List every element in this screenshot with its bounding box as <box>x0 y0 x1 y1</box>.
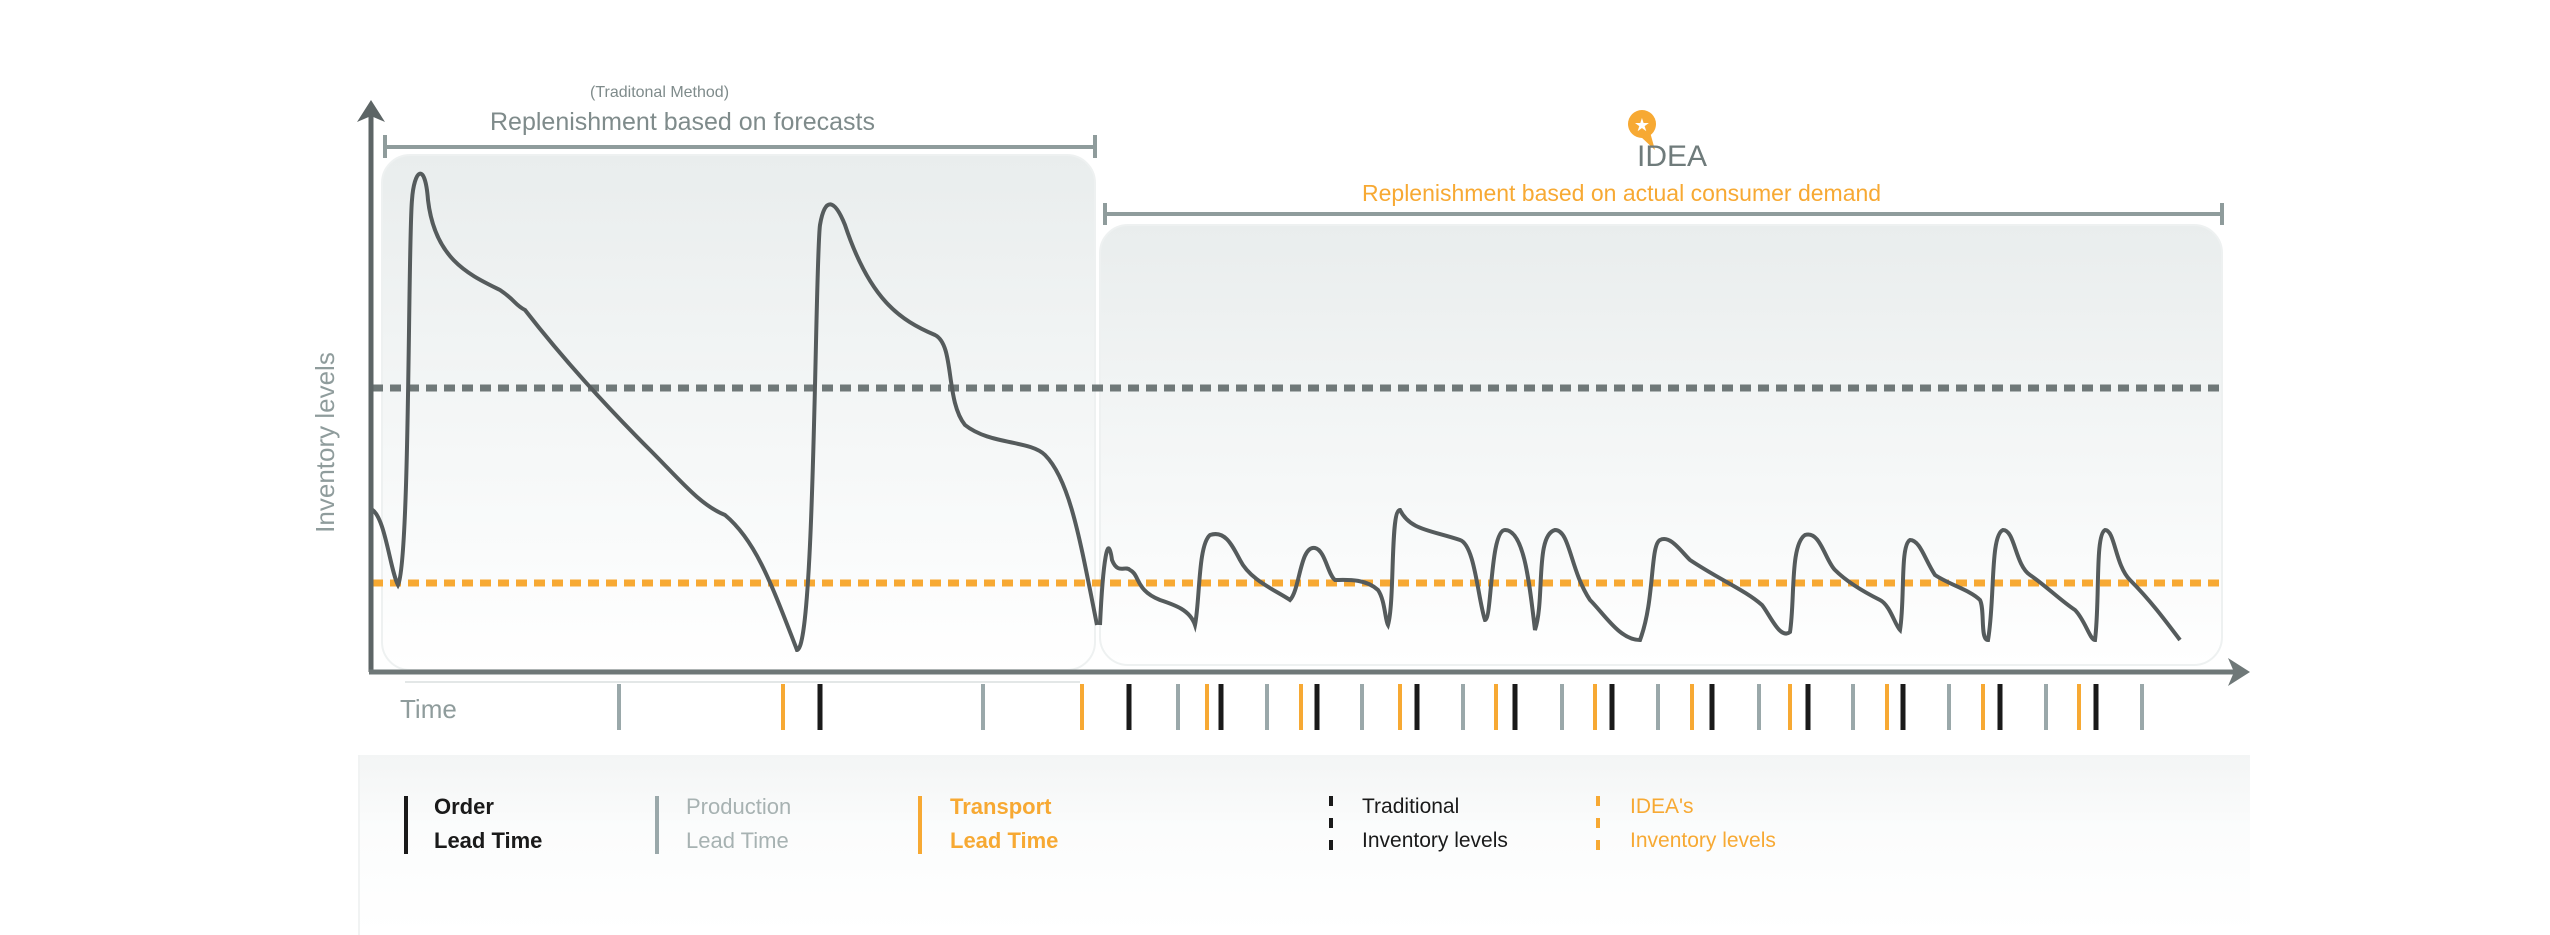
y-axis-label: Inventory levels <box>309 352 340 533</box>
traditional-panel <box>381 154 1096 671</box>
x-axis <box>369 658 2250 686</box>
legend-line: Lead Time <box>950 828 1059 853</box>
legend-line: IDEA's <box>1630 795 1694 818</box>
legend-line: Order <box>434 794 494 819</box>
legend-line: Inventory levels <box>1630 829 1776 852</box>
traditional-inventory-curve <box>369 171 1099 653</box>
idea-inventory-curve <box>1098 507 2182 643</box>
production-legend-swatch <box>655 796 659 854</box>
legend-background <box>358 755 2250 935</box>
legend-line: Traditional <box>1362 795 1460 818</box>
transport-legend-swatch <box>918 796 922 854</box>
traditional-legend-swatch <box>1329 796 1333 854</box>
legend-line: Inventory levels <box>1362 829 1508 852</box>
legend-line: Lead Time <box>434 828 543 853</box>
idea-panel <box>1099 224 2223 666</box>
legend-line: Transport <box>950 794 1052 819</box>
legend-line: Lead Time <box>686 828 789 853</box>
traditional-bracket <box>383 135 1097 158</box>
traditional-title: Replenishment based on forecasts <box>490 108 875 136</box>
idea-logo-icon: ★ <box>1628 110 1656 150</box>
svg-text:★: ★ <box>1634 115 1650 136</box>
idea-bracket <box>1103 203 2224 225</box>
traditional-subtitle: (Traditonal Method) <box>590 84 730 101</box>
idea-logo-text: IDEA <box>1637 140 1708 173</box>
order-legend-swatch <box>404 796 408 854</box>
legend-line: Production <box>686 794 792 819</box>
idea-title: Replenishment based on actual consumer d… <box>1362 180 1882 206</box>
y-axis <box>357 100 385 672</box>
timeline-ticks <box>617 684 2144 730</box>
x-axis-label: Time <box>400 694 457 724</box>
idea-legend-swatch <box>1596 796 1600 854</box>
